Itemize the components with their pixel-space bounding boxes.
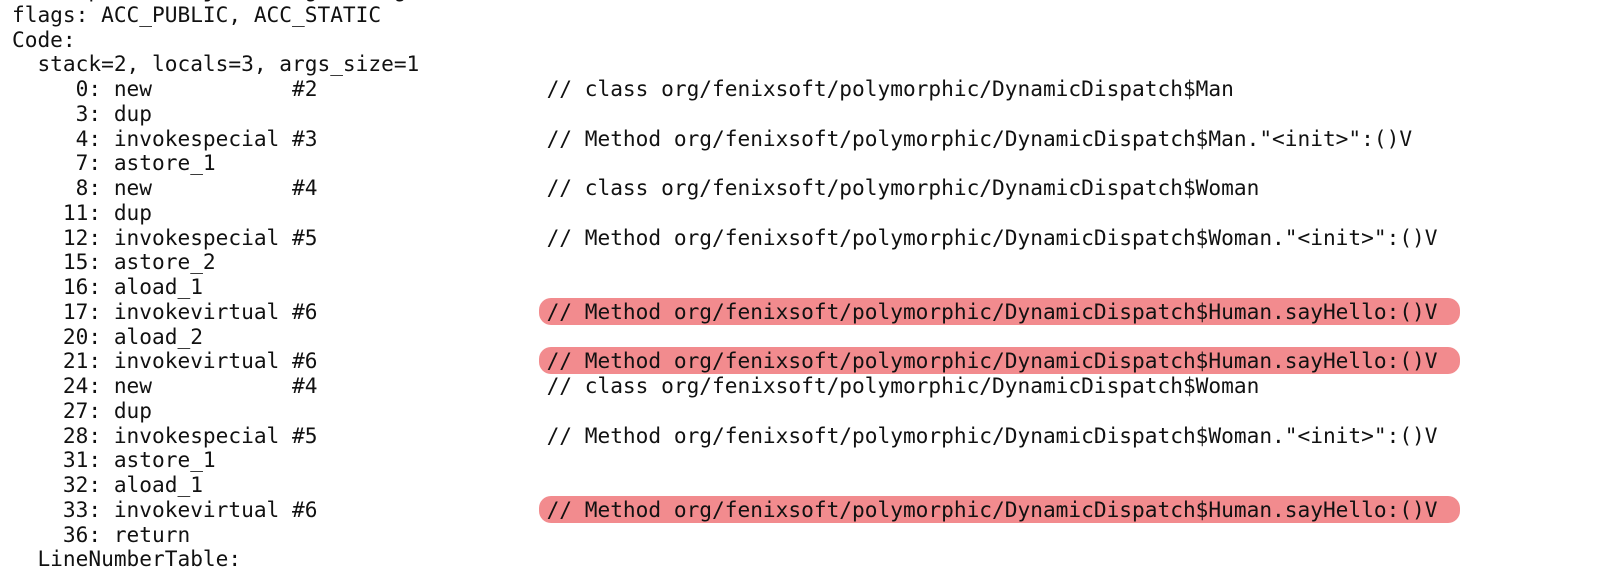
- bytecode-line: 11: dup: [12, 199, 1460, 226]
- instruction-text: LineNumberTable:: [12, 546, 242, 572]
- instruction-text: flags: ACC_PUBLIC, ACC_STATIC: [12, 1, 382, 27]
- bytecode-line: 0: new #2 // class org/fenixsoft/polymorp…: [12, 76, 1460, 102]
- instruction-text: 33: invokevirtual #6: [12, 496, 318, 522]
- instruction-text: 16: aload_1: [12, 274, 203, 299]
- instruction-text: 20: aload_2: [12, 323, 203, 349]
- bytecode-line: 28: invokespecial #5 // Method org/fenixs…: [12, 422, 1460, 449]
- bytecode-line: 31: astore_1: [12, 447, 1460, 473]
- bytecode-line: 4: invokespecial #3 // Method org/fenixso…: [12, 125, 1460, 152]
- bytecode-line: Code:: [12, 26, 1460, 53]
- bytecode-line: 27: dup: [12, 397, 1460, 424]
- instruction-text: 0: new #2: [12, 76, 318, 101]
- bytecode-line: 12: invokespecial #5 // Method org/fenixs…: [12, 224, 1460, 251]
- bytecode-line: descriptor: ([Ljava/lang/String;)V: [12, 0, 1460, 3]
- instruction-text: 32: aload_1: [12, 472, 203, 497]
- bytecode-line: 16: aload_1: [12, 274, 1460, 300]
- bytecode-line: 3: dup: [12, 100, 1460, 127]
- constant-pool-comment: // class org/fenixsoft/polymorphic/Dynam…: [546, 373, 1260, 398]
- constant-pool-comment: // class org/fenixsoft/polymorphic/Dynam…: [546, 175, 1260, 200]
- bytecode-line: 15: astore_2: [12, 249, 1460, 275]
- bytecode-line: 24: new #4 // class org/fenixsoft/polymor…: [12, 373, 1460, 399]
- instruction-text: 8: new #4: [12, 175, 318, 200]
- constant-pool-comment: // Method org/fenixsoft/polymorphic/Dyna…: [546, 125, 1413, 151]
- instruction-text: 28: invokespecial #5: [12, 422, 318, 448]
- instruction-text: Code:: [12, 26, 76, 52]
- constant-pool-comment: // class org/fenixsoft/polymorphic/Dynam…: [546, 76, 1234, 101]
- bytecode-listing: descriptor: ([Ljava/lang/String;)Vflags:…: [12, 0, 1460, 572]
- bytecode-line: 17: invokevirtual #6 // Method org/fenixs…: [12, 297, 1460, 325]
- instruction-text: stack=2, locals=3, args_size=1: [12, 51, 420, 77]
- instruction-text: 11: dup: [12, 199, 153, 225]
- instruction-text: 27: dup: [12, 397, 153, 423]
- bytecode-line: flags: ACC_PUBLIC, ACC_STATIC: [12, 1, 1460, 28]
- instruction-text: 7: astore_1: [12, 150, 216, 176]
- bytecode-line: 20: aload_2: [12, 323, 1460, 350]
- bytecode-line: 36: return: [12, 521, 1460, 548]
- instruction-text: 36: return: [12, 521, 191, 547]
- instruction-text: descriptor: ([Ljava/lang/String;)V: [12, 0, 547, 3]
- instruction-text: 15: astore_2: [12, 249, 216, 275]
- highlighted-comment: // Method org/fenixsoft/polymorphic/Dyna…: [538, 297, 1460, 325]
- instruction-text: 3: dup: [12, 100, 153, 126]
- highlighted-comment: // Method org/fenixsoft/polymorphic/Dyna…: [538, 495, 1460, 523]
- highlighted-comment: // Method org/fenixsoft/polymorphic/Dyna…: [538, 347, 1460, 375]
- instruction-text: 4: invokespecial #3: [12, 125, 318, 151]
- bytecode-line: 32: aload_1: [12, 472, 1460, 498]
- instruction-text: 31: astore_1: [12, 447, 216, 473]
- constant-pool-comment: // Method org/fenixsoft/polymorphic/Dyna…: [546, 224, 1438, 250]
- instruction-text: 24: new #4: [12, 373, 318, 398]
- instruction-text: 12: invokespecial #5: [12, 224, 318, 250]
- bytecode-line: 8: new #4 // class org/fenixsoft/polymorp…: [12, 175, 1460, 201]
- constant-pool-comment: // Method org/fenixsoft/polymorphic/Dyna…: [546, 422, 1438, 448]
- bytecode-line: 21: invokevirtual #6 // Method org/fenixs…: [12, 347, 1460, 375]
- instruction-text: 21: invokevirtual #6: [12, 348, 318, 374]
- bytecode-line: stack=2, locals=3, args_size=1: [12, 51, 1460, 77]
- bytecode-line: LineNumberTable:: [12, 546, 1460, 572]
- bytecode-line: 33: invokevirtual #6 // Method org/fenixs…: [12, 495, 1460, 523]
- bytecode-line: 7: astore_1: [12, 150, 1460, 176]
- instruction-text: 17: invokevirtual #6: [12, 298, 318, 324]
